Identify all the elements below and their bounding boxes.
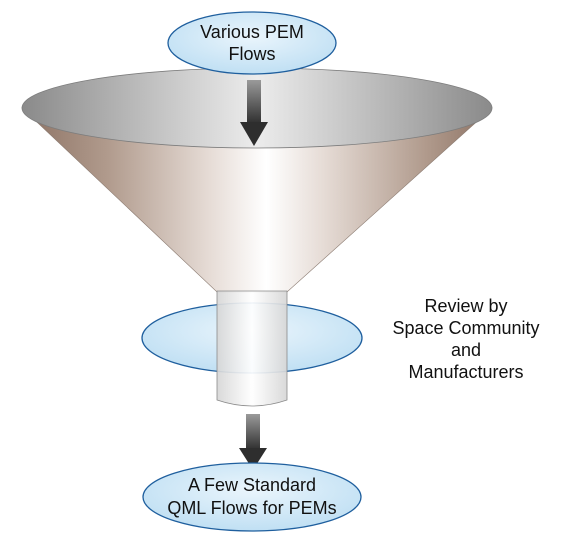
top-oval-label-line1: Various PEM <box>200 22 304 42</box>
bottom-oval-label-line2: QML Flows for PEMs <box>167 498 336 518</box>
top-oval-label-line2: Flows <box>228 44 275 64</box>
arrow-down-icon <box>240 80 268 146</box>
bottom-oval-label-line1: A Few Standard <box>188 475 316 495</box>
review-label-line1: Review by <box>424 296 507 316</box>
review-label-line3: and <box>451 340 481 360</box>
funnel-spout <box>216 290 288 407</box>
arrow-down-icon <box>239 414 267 470</box>
bottom-oval <box>142 462 362 532</box>
review-label-line2: Space Community <box>392 318 539 338</box>
top-oval <box>167 11 337 75</box>
review-label-line4: Manufacturers <box>408 362 523 382</box>
